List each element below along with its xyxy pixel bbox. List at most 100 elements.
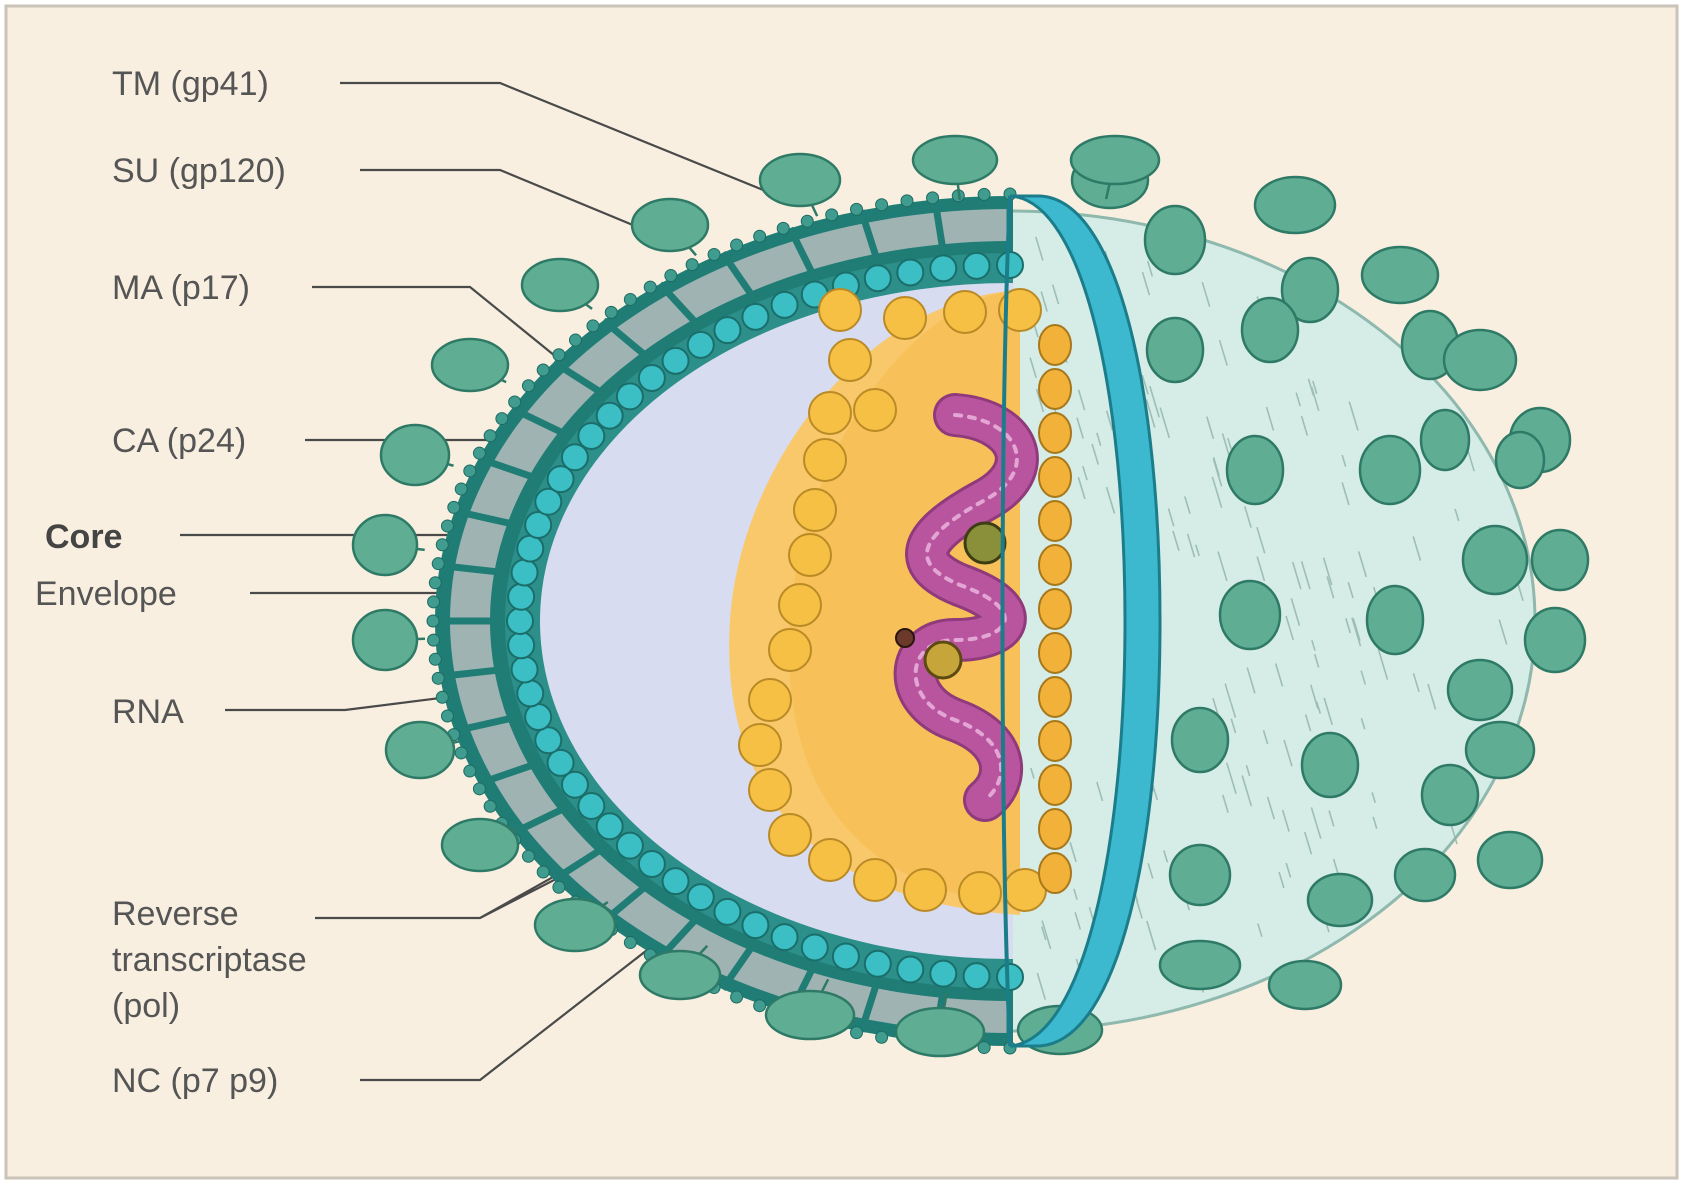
matrix-bead: [535, 727, 561, 753]
surface-knob: [1227, 436, 1283, 504]
capsid-bead: [769, 629, 811, 671]
rim-knob: [766, 991, 854, 1039]
surface-knob: [1269, 961, 1341, 1009]
capsid-edge-bead: [1039, 765, 1071, 805]
rim-knob-group: [442, 819, 518, 871]
matrix-bead: [772, 292, 798, 318]
membrane-dot: [537, 866, 549, 878]
matrix-bead: [897, 957, 923, 983]
matrix-bead: [578, 423, 604, 449]
capsid-bead: [794, 489, 836, 531]
capsid-edge-bead: [1039, 457, 1071, 497]
membrane-dot: [686, 259, 698, 271]
membrane-dot: [901, 195, 913, 207]
capsid-bead: [779, 584, 821, 626]
surface-knob: [1160, 941, 1240, 989]
membrane-dot: [436, 539, 448, 551]
capsid-bead: [769, 814, 811, 856]
capsid-edge-bead: [1039, 325, 1071, 365]
matrix-bead: [865, 951, 891, 977]
matrix-bead: [525, 704, 551, 730]
capsid-edge-bead: [1039, 589, 1071, 629]
rim-knob: [1071, 136, 1159, 184]
surface-knob: [1172, 708, 1228, 772]
rim-knob: [442, 819, 518, 871]
matrix-bead: [512, 560, 538, 586]
membrane-dot: [432, 672, 444, 684]
membrane-dot: [537, 364, 549, 376]
matrix-bead: [562, 444, 588, 470]
capsid-bead: [854, 389, 896, 431]
matrix-bead: [617, 383, 643, 409]
rim-knob: [381, 425, 449, 485]
capsid-bead: [959, 872, 1001, 914]
capsid-bead: [819, 289, 861, 331]
rim-knob: [640, 951, 720, 999]
capsid-bead: [944, 291, 986, 333]
matrix-bead: [802, 935, 828, 961]
surface-knob: [1145, 206, 1205, 274]
surface-knob: [1170, 845, 1230, 905]
rim-knob-group: [432, 339, 508, 391]
label-tm: TM (gp41): [112, 65, 269, 103]
matrix-bead: [964, 963, 990, 989]
membrane-dot: [428, 596, 440, 608]
matrix-bead: [639, 851, 665, 877]
matrix-bead: [597, 403, 623, 429]
capsid-bead: [809, 392, 851, 434]
nucleocapsid-protein: [896, 629, 914, 647]
surface-knob: [1367, 586, 1423, 654]
membrane-dot: [455, 747, 467, 759]
capsid-edge-bead: [1039, 369, 1071, 409]
membrane-dot: [436, 691, 448, 703]
surface-knob: [1466, 722, 1534, 778]
membrane-dot: [801, 215, 813, 227]
surface-knob: [1478, 832, 1542, 888]
label-su: SU (gp120): [112, 152, 286, 190]
capsid-bead: [884, 297, 926, 339]
matrix-bead: [714, 317, 740, 343]
matrix-bead: [772, 924, 798, 950]
capsid-edge-bead: [1039, 809, 1071, 849]
capsid-bead: [749, 769, 791, 811]
matrix-bead: [639, 365, 665, 391]
matrix-bead: [517, 680, 543, 706]
rim-knob: [432, 339, 508, 391]
membrane-dot: [754, 1000, 766, 1012]
membrane-dot: [484, 430, 496, 442]
capsid-bead: [829, 339, 871, 381]
membrane-dot: [448, 501, 460, 513]
matrix-bead: [714, 899, 740, 925]
matrix-bead: [508, 632, 534, 658]
matrix-bead: [617, 833, 643, 859]
rim-knob: [632, 199, 708, 251]
label-rt-line: transcriptase: [112, 941, 307, 979]
core-enzyme: [965, 523, 1005, 563]
label-rt-line: (pol): [112, 987, 180, 1025]
membrane-dot: [569, 334, 581, 346]
surface-knob: [1532, 530, 1588, 590]
membrane-dot: [587, 320, 599, 332]
surface-knob: [1255, 177, 1335, 233]
membrane-dot: [464, 465, 476, 477]
membrane-dot: [876, 1031, 888, 1043]
matrix-bead: [997, 252, 1023, 278]
matrix-bead: [964, 253, 990, 279]
membrane-dot: [624, 293, 636, 305]
matrix-bead: [688, 884, 714, 910]
membrane-dot: [850, 203, 862, 215]
matrix-bead: [517, 536, 543, 562]
matrix-bead: [663, 868, 689, 894]
membrane-dot: [708, 248, 720, 260]
membrane-dot: [473, 783, 485, 795]
surface-knob: [1421, 410, 1469, 470]
surface-knob: [1302, 733, 1358, 797]
capsid-edge-bead: [1039, 501, 1071, 541]
surface-knob: [1147, 318, 1203, 382]
matrix-bead: [525, 512, 551, 538]
capsid-edge-bead: [1039, 413, 1071, 453]
membrane-dot: [644, 281, 656, 293]
surface-knob: [1308, 874, 1372, 926]
